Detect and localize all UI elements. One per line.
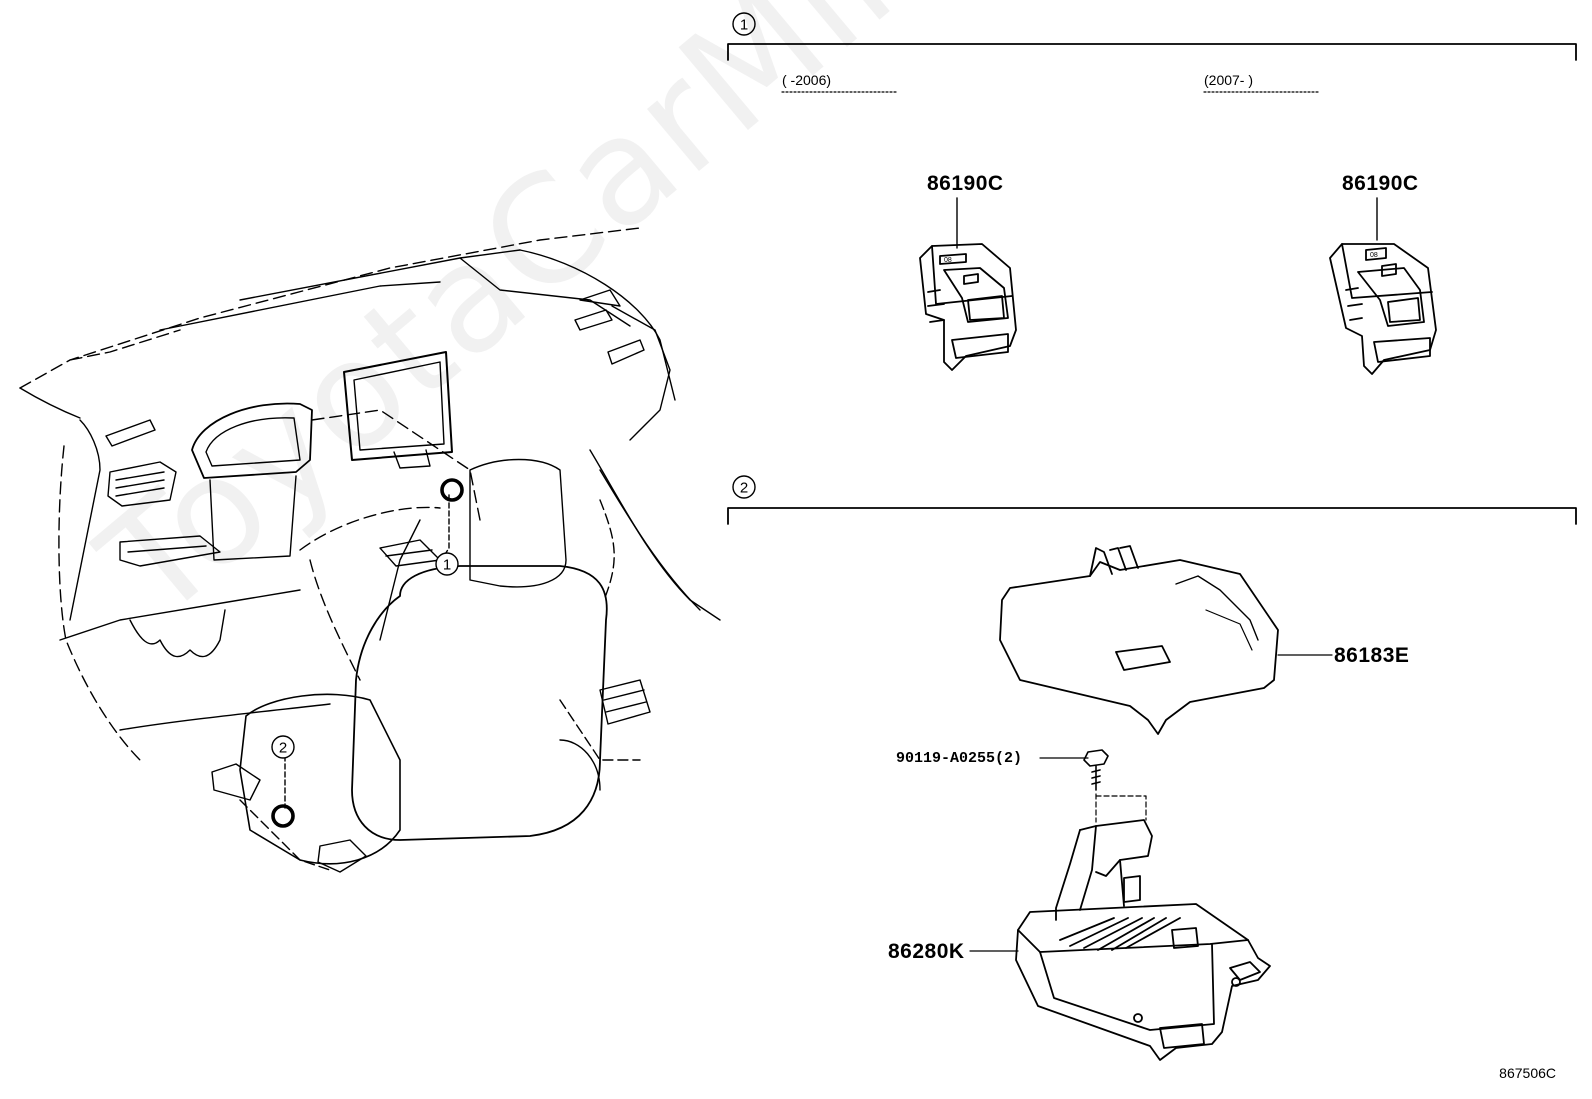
section-1-header: 1	[727, 12, 1577, 93]
cover-drawing	[999, 545, 1333, 735]
callout-2-label: 2	[279, 740, 287, 757]
callout-1: 1	[435, 478, 464, 576]
section-1-number: 1	[740, 17, 748, 34]
diagram-reference: 867506C	[1499, 1065, 1556, 1081]
part-label-switch-left: 86190C	[927, 172, 1004, 195]
section-2-number: 2	[740, 480, 748, 497]
part-label-switch-right: 86190C	[1342, 172, 1419, 195]
callout-2: 2	[271, 735, 295, 828]
section-2-header: 2	[727, 475, 1577, 525]
part-label-module: 86280K	[888, 940, 965, 963]
switch-right-drawing: 08	[1329, 197, 1437, 375]
switch-left-drawing: 08	[919, 197, 1017, 371]
screw-drawing	[1039, 749, 1147, 823]
year-range-until-2006: ( -2006)	[782, 72, 832, 88]
dashboard-illustration	[19, 227, 721, 873]
year-range-from-2007: (2007- )	[1204, 72, 1254, 88]
part-label-cover: 86183E	[1334, 644, 1410, 667]
svg-text:08: 08	[1370, 252, 1378, 259]
part-label-screw: 90119-A0255(2)	[896, 750, 1023, 767]
callout-1-label: 1	[443, 557, 451, 574]
svg-text:08: 08	[944, 257, 952, 264]
module-drawing	[969, 819, 1271, 1061]
